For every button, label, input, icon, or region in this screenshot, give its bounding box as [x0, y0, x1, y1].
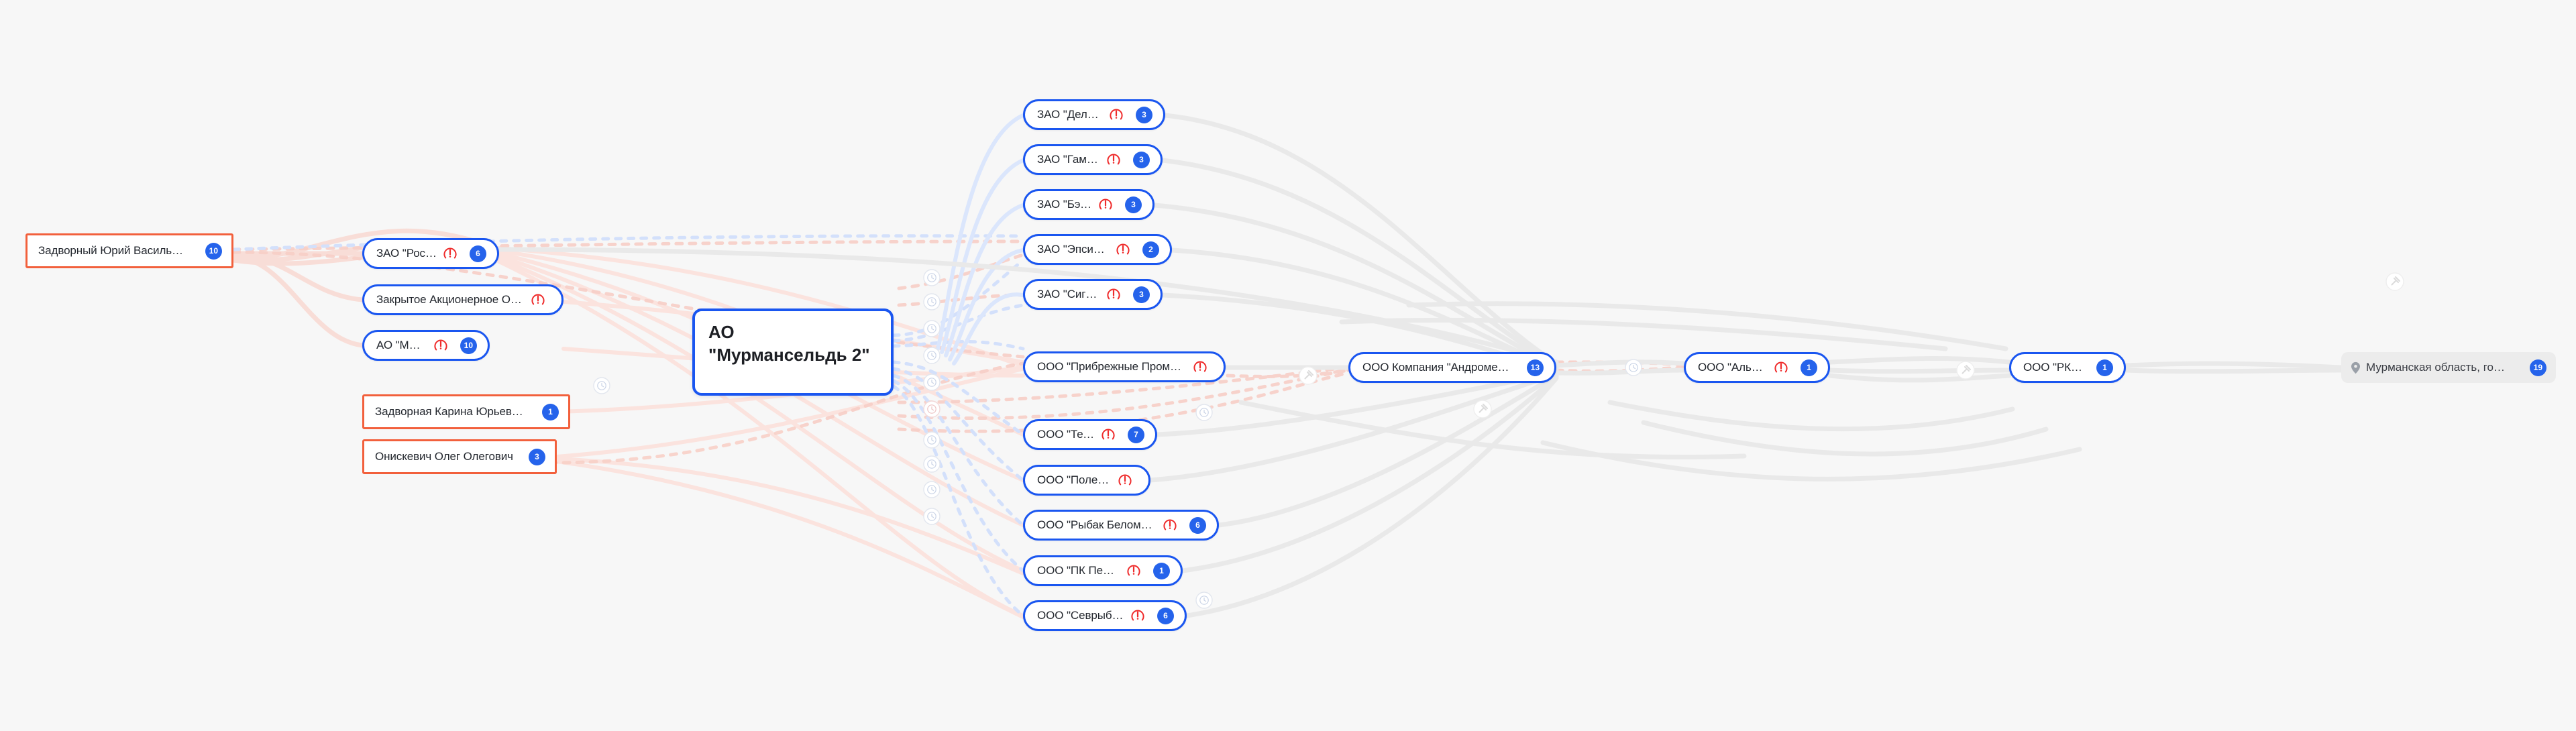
node-label: ЗАО "Гамма"	[1037, 153, 1100, 166]
node-count-badge: 10	[205, 242, 222, 260]
graph-node-company[interactable]: ООО Компания "Андроме… 13	[1348, 352, 1556, 383]
node-count-badge: 6	[1189, 516, 1206, 534]
graph-node-person[interactable]: Задворный Юрий Василь… 10	[25, 233, 233, 268]
graph-node-company[interactable]: ООО "Прибрежные Промыс…	[1023, 351, 1226, 382]
node-label: ООО "Севрыбком"	[1037, 609, 1124, 622]
node-label: АО "МРФ"	[376, 339, 427, 351]
warning-exclamation-icon	[1126, 563, 1141, 578]
graph-node-company[interactable]: ООО "Альмак" 1	[1684, 352, 1830, 383]
node-label: ООО Компания "Андроме…	[1362, 361, 1509, 374]
node-label: ЗАО "Дельта"	[1037, 108, 1103, 121]
node-count-badge: 3	[1133, 286, 1150, 303]
node-count-badge: 1	[1153, 562, 1170, 579]
graph-node-company[interactable]: ЗАО "Дельта" 3	[1023, 99, 1165, 130]
node-label: Закрытое Акционерное Об…	[376, 293, 525, 306]
graph-node-company[interactable]: ООО "Полевач"	[1023, 465, 1150, 496]
warning-exclamation-icon	[443, 246, 458, 261]
graph-node-person[interactable]: Онискевич Олег Олегович 3	[362, 439, 557, 474]
node-count-badge: 2	[1142, 241, 1159, 258]
node-count-badge: 7	[1128, 426, 1144, 443]
graph-node-company[interactable]: ООО "ПК Персей" 1	[1023, 555, 1183, 586]
node-count-badge: 3	[529, 448, 545, 465]
graph-node-company[interactable]: ЗАО "Рось-1" 6	[362, 238, 499, 269]
warning-exclamation-icon	[1163, 518, 1177, 532]
node-label: ООО "Тетис"	[1037, 428, 1095, 441]
graph-node-region[interactable]: Мурманская область, го… 19	[2341, 352, 2556, 383]
graph-node-company[interactable]: ЗАО "Бэта" 3	[1023, 189, 1155, 220]
graph-node-company[interactable]: ООО "РК Заря" 1	[2009, 352, 2126, 383]
warning-exclamation-icon	[1106, 287, 1121, 302]
node-count-badge: 6	[470, 245, 486, 262]
warning-exclamation-icon	[531, 292, 545, 307]
graph-node-company[interactable]: ЗАО "Сигма" 3	[1023, 279, 1163, 310]
graph-node-company[interactable]: АО "МРФ" 10	[362, 330, 490, 361]
node-label: ЗАО "Сигма"	[1037, 288, 1100, 300]
graph-node-company[interactable]: ООО "Тетис" 7	[1023, 419, 1157, 450]
warning-exclamation-icon	[1101, 427, 1116, 442]
node-label: Онискевич Олег Олегович	[375, 450, 513, 463]
node-count-badge: 3	[1125, 196, 1142, 213]
node-label: ЗАО "Рось-1"	[376, 247, 437, 260]
warning-exclamation-icon	[433, 338, 448, 353]
warning-exclamation-icon	[1098, 197, 1113, 212]
node-count-badge: 6	[1157, 607, 1174, 624]
warning-exclamation-icon	[1116, 242, 1130, 257]
node-count-badge: 1	[2096, 359, 2113, 376]
map-pin-icon	[2351, 361, 2361, 374]
node-count-badge: 13	[1526, 359, 1544, 376]
graph-node-company[interactable]: ЗАО "Гамма" 3	[1023, 144, 1163, 175]
node-label: ООО "Прибрежные Промыс…	[1037, 360, 1187, 373]
node-label: Задворный Юрий Василь…	[38, 244, 183, 257]
node-count-badge: 1	[542, 403, 559, 420]
graph-node-company[interactable]: ООО "Рыбак Беломорья" 6	[1023, 510, 1219, 541]
node-label: ООО "Альмак"	[1698, 361, 1768, 374]
root-company-label: АО "Мурмансельдь 2"	[708, 322, 870, 366]
node-count-badge: 3	[1136, 106, 1152, 123]
node-label: ООО "РК Заря"	[2023, 361, 2084, 374]
node-count-badge: 10	[460, 337, 477, 354]
graph-node-company[interactable]: ЗАО "Эпсилон" 2	[1023, 234, 1172, 265]
node-label: ЗАО "Эпсилон"	[1037, 243, 1110, 256]
node-label: Мурманская область, го…	[2366, 361, 2506, 374]
warning-exclamation-icon	[1109, 107, 1124, 122]
graph-node-company[interactable]: Закрытое Акционерное Об…	[362, 284, 564, 315]
warning-exclamation-icon	[1774, 360, 1788, 375]
warning-exclamation-icon	[1193, 359, 1208, 374]
warning-exclamation-icon	[1106, 152, 1121, 167]
node-label: ООО "Полевач"	[1037, 473, 1112, 486]
warning-exclamation-icon	[1130, 608, 1145, 623]
node-count-badge: 3	[1133, 151, 1150, 168]
node-label: ООО "Рыбак Беломорья"	[1037, 518, 1157, 531]
node-label: ООО "ПК Персей"	[1037, 564, 1120, 577]
node-label: Задворная Карина Юрьев…	[375, 405, 523, 418]
node-label: ЗАО "Бэта"	[1037, 198, 1092, 211]
warning-exclamation-icon	[1118, 473, 1132, 488]
root-company-node[interactable]: АО "Мурмансельдь 2"	[692, 308, 894, 396]
node-count-badge: 19	[2529, 359, 2546, 376]
graph-node-person[interactable]: Задворная Карина Юрьев… 1	[362, 394, 570, 429]
node-count-badge: 1	[1801, 359, 1817, 376]
graph-node-company[interactable]: ООО "Севрыбком" 6	[1023, 600, 1187, 631]
